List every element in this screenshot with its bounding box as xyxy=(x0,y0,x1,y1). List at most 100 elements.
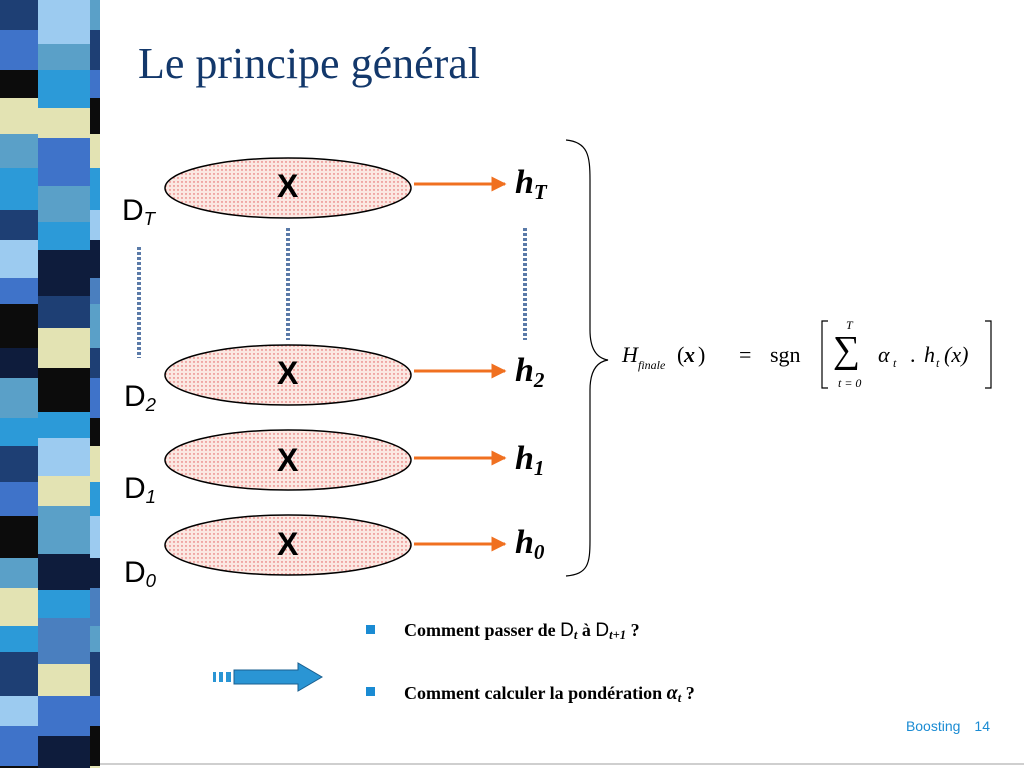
formula-equals: = xyxy=(739,342,752,367)
strip-block xyxy=(0,0,38,30)
strip-block xyxy=(0,726,38,766)
page-title: Le principe général xyxy=(138,39,481,88)
formula-h: h xyxy=(924,342,935,367)
bullet-square-icon xyxy=(366,625,375,634)
strip-block xyxy=(90,134,100,168)
strip-block xyxy=(0,626,38,652)
strip-block xyxy=(90,558,100,588)
question-weighting: Comment calculer la pondération αt ? xyxy=(366,682,695,705)
strip-block xyxy=(38,44,90,70)
strip-block xyxy=(38,108,90,138)
strip-block xyxy=(90,726,100,766)
strip-block xyxy=(90,240,100,278)
strip-block xyxy=(38,412,90,438)
strip-block xyxy=(38,368,90,412)
strip-block xyxy=(90,348,100,378)
formula-H: H xyxy=(622,342,638,367)
dataset-label-1: D1 xyxy=(124,472,157,508)
strip-block xyxy=(38,664,90,696)
strip-block xyxy=(90,168,100,210)
formula-alpha-sub: t xyxy=(893,356,897,370)
strip-block xyxy=(38,590,90,618)
strip-block xyxy=(38,0,90,44)
strip-block xyxy=(0,588,38,626)
learner-x-T: X xyxy=(277,168,299,204)
question-transition: Comment passer de Dt à Dt+1 ? xyxy=(366,620,695,642)
formula-alpha: α xyxy=(878,342,890,367)
strip-block xyxy=(38,250,90,296)
formula-rparen: ) xyxy=(698,342,706,367)
strip-block xyxy=(38,328,90,368)
strip-block xyxy=(90,482,100,516)
strip-block xyxy=(0,418,38,446)
strip-block xyxy=(0,558,38,588)
hypothesis-label-0: h0 xyxy=(515,524,545,564)
strip-block xyxy=(38,186,90,222)
strip-block xyxy=(0,134,38,168)
learner-ellipse-1 xyxy=(164,429,412,491)
learner-x-2: X xyxy=(277,355,299,391)
learner-x-1: X xyxy=(277,442,299,478)
strip-block xyxy=(90,446,100,482)
strip-block xyxy=(90,378,100,418)
dataset-label-0: D0 xyxy=(124,556,157,592)
strip-block xyxy=(0,378,38,418)
formula-dot: . xyxy=(910,342,916,367)
strip-block xyxy=(90,626,100,652)
strip-block xyxy=(0,516,38,558)
strip-block xyxy=(90,0,100,30)
strip-block xyxy=(90,30,100,70)
dataset-label-T: DT xyxy=(122,194,156,230)
strip-block xyxy=(38,618,90,664)
formula-h-sub: t xyxy=(936,356,940,370)
strip-block xyxy=(90,696,100,726)
page-number: 14 xyxy=(974,718,990,734)
bullet-square-icon xyxy=(366,687,375,696)
strip-block xyxy=(90,588,100,626)
strip-block xyxy=(0,482,38,516)
hypothesis-label-1: h1 xyxy=(515,440,545,480)
formula-brackets xyxy=(821,320,992,389)
strip-block xyxy=(0,348,38,378)
strip-block xyxy=(0,98,38,134)
strip-block xyxy=(38,554,90,590)
strip-block xyxy=(0,696,38,726)
strip-block xyxy=(90,304,100,348)
formula-sgn: sgn xyxy=(770,342,801,367)
strip-block xyxy=(90,516,100,558)
formula-sigma: ∑ xyxy=(833,329,861,371)
strip-block xyxy=(90,766,100,768)
learner-ellipse-2 xyxy=(164,344,412,406)
formula-finale: finale xyxy=(638,358,666,372)
strip-block xyxy=(38,506,90,554)
strip-block xyxy=(38,222,90,250)
strip-block xyxy=(90,652,100,696)
learner-ellipse-T xyxy=(164,157,412,219)
strip-block xyxy=(0,278,38,304)
strip-block xyxy=(38,296,90,328)
right-curly-brace xyxy=(565,139,609,577)
strip-block xyxy=(0,30,38,70)
strip-block xyxy=(0,304,38,348)
strip-block xyxy=(90,418,100,446)
formula-hx: (x) xyxy=(944,342,969,367)
strip-block xyxy=(0,766,38,768)
footer-section: Boosting xyxy=(905,718,961,734)
hypothesis-label-2: h2 xyxy=(515,352,545,392)
strip-block xyxy=(0,446,38,482)
strip-block xyxy=(90,70,100,98)
bottom-rule xyxy=(100,763,1024,765)
formula-lower-limit: t = 0 xyxy=(838,376,862,390)
strip-block xyxy=(38,438,90,476)
decorative-side-strip xyxy=(0,0,100,768)
hypothesis-label-T: hT xyxy=(515,164,547,204)
strip-block xyxy=(38,70,90,108)
big-blue-arrow-icon xyxy=(213,662,323,692)
strip-block xyxy=(38,696,90,736)
dataset-label-2: D2 xyxy=(124,380,157,416)
strip-block xyxy=(0,210,38,240)
strip-block xyxy=(90,210,100,240)
formula-lparen: ( xyxy=(677,342,685,367)
strip-block xyxy=(38,736,90,768)
